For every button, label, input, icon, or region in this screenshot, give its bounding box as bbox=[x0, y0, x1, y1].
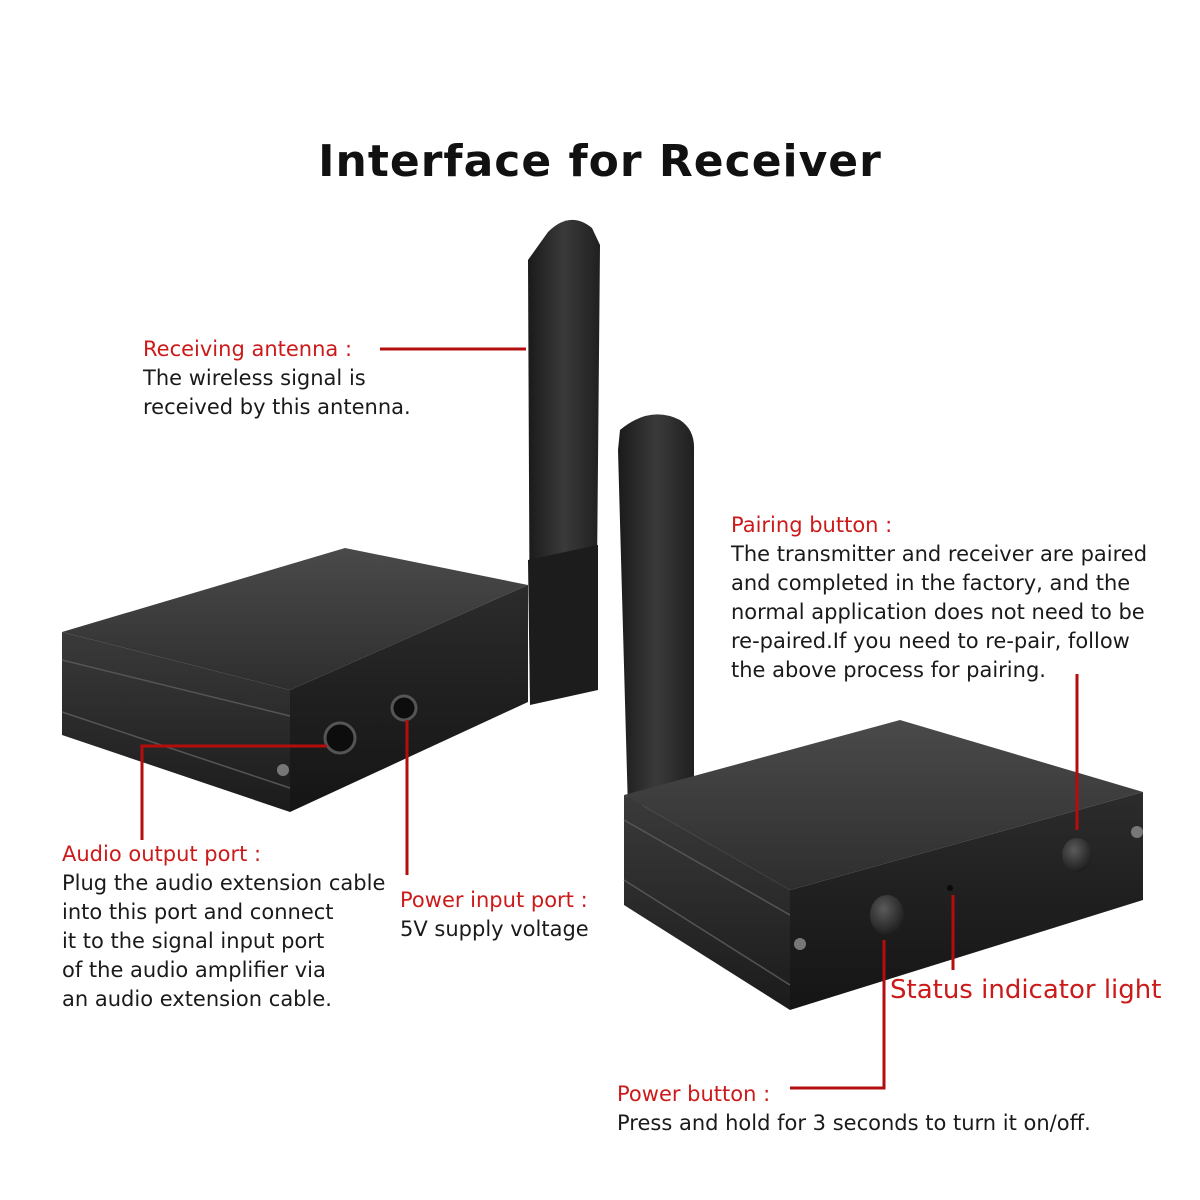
callout-heading: Power button : bbox=[617, 1082, 771, 1106]
device-front-face bbox=[790, 792, 1143, 1010]
callout-body: 5V supply voltage bbox=[400, 917, 589, 941]
receiver-device-right bbox=[618, 414, 1143, 1010]
side-groove bbox=[623, 819, 791, 916]
audio-output-leader-line bbox=[140, 744, 327, 840]
screw-icon bbox=[794, 938, 806, 950]
screw-icon bbox=[1131, 826, 1143, 838]
page-title: Interface for Receiver bbox=[318, 136, 882, 187]
receiving-antenna bbox=[618, 414, 695, 810]
callout-body: Press and hold for 3 seconds to turn it … bbox=[617, 1111, 1091, 1135]
callout-heading: Pairing button : bbox=[731, 513, 893, 537]
callout-body: Plug the audio extension cable into this… bbox=[62, 871, 386, 1011]
screw-icon bbox=[277, 764, 289, 776]
antenna-base bbox=[528, 545, 598, 705]
callout-body: The wireless signal is received by this … bbox=[143, 366, 411, 419]
callout-body: The transmitter and receiver are paired … bbox=[731, 542, 1148, 682]
receiver-device-left bbox=[61, 219, 600, 812]
status-led bbox=[947, 885, 953, 891]
callout-audio-output: Audio output port : Plug the audio exten… bbox=[62, 840, 385, 1014]
callout-power-input: Power input port : 5V supply voltage bbox=[400, 886, 589, 944]
callout-pairing: Pairing button : The transmitter and rec… bbox=[731, 511, 1147, 685]
power-button-knob bbox=[870, 895, 904, 935]
callout-heading: Audio output port : bbox=[62, 842, 262, 866]
side-groove bbox=[61, 711, 291, 789]
callout-antenna: Receiving antenna : The wireless signal … bbox=[143, 335, 411, 422]
leader-lines bbox=[140, 347, 1079, 1090]
callout-heading: Receiving antenna : bbox=[143, 337, 353, 361]
callout-power-button: Power button : Press and hold for 3 seco… bbox=[617, 1080, 1091, 1138]
callout-heading: Power input port : bbox=[400, 888, 588, 912]
device-side-face bbox=[624, 795, 790, 1010]
device-top-face bbox=[624, 720, 1143, 890]
audio-output-jack bbox=[323, 721, 357, 755]
callout-status-light: Status indicator light bbox=[890, 975, 1162, 1005]
device-side-face bbox=[62, 632, 290, 812]
pairing-button-knob bbox=[1062, 838, 1092, 872]
power-button-leader-line bbox=[790, 940, 886, 1090]
side-groove bbox=[61, 659, 291, 717]
device-top-face bbox=[62, 548, 528, 690]
side-groove bbox=[623, 879, 791, 986]
power-input-jack bbox=[390, 694, 418, 722]
